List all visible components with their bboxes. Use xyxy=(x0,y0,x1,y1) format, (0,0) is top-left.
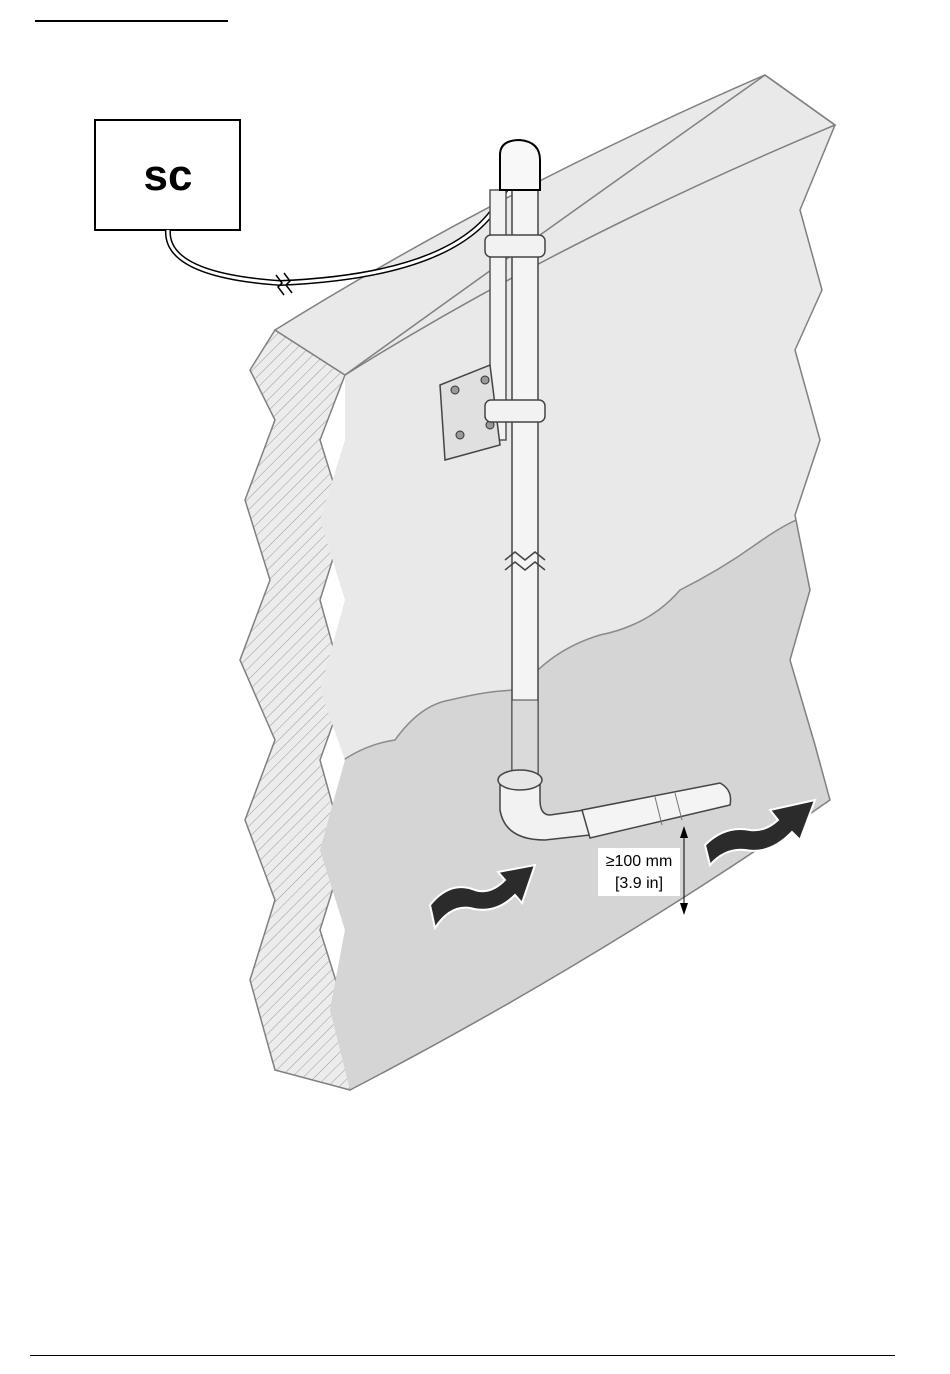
dimension-imperial: [3.9 in] xyxy=(615,875,663,892)
footer-rule xyxy=(30,1355,895,1356)
flow-arrow-in xyxy=(428,863,537,931)
mounting-pole xyxy=(511,179,539,781)
pole-cap xyxy=(499,138,541,191)
flow-arrow-out xyxy=(703,798,817,868)
dimension-metric: ≥100 mm xyxy=(606,853,673,870)
sc-controller: sc xyxy=(94,119,241,231)
header-rule xyxy=(35,20,228,22)
sensor-probe xyxy=(581,782,732,839)
sc-label: sc xyxy=(144,151,193,200)
